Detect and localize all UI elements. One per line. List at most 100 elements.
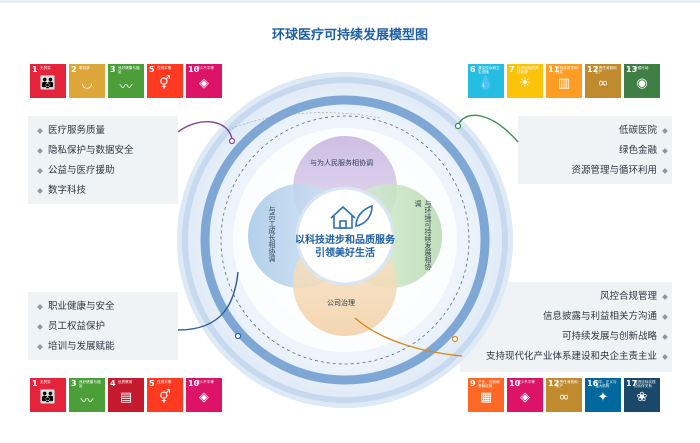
sdg-number: 2 xyxy=(71,65,77,74)
petal-top-label: 与为人民服务相协调 xyxy=(310,159,373,167)
sdg-label: 减少不平等 xyxy=(196,66,214,70)
equality-icon: ◈ xyxy=(520,390,530,405)
sdg-number: 9 xyxy=(470,379,476,388)
sdg-number: 3 xyxy=(110,65,116,74)
bowl-icon: ◡ xyxy=(81,76,93,91)
list-item: 数字科技 xyxy=(37,182,86,196)
petal-bottom-label: 公司治理 xyxy=(327,299,355,307)
people-icon: 👪 xyxy=(39,76,57,91)
list-item: 风控合规管理 xyxy=(600,288,668,302)
sdg-number: 12 xyxy=(587,65,599,74)
sdg-label: 可持续城市和社区 xyxy=(556,66,578,74)
list-item: 员工权益保护 xyxy=(37,318,105,332)
sdg-label: 和平、正义与强大机构 xyxy=(595,380,617,388)
sdg-number: 6 xyxy=(470,65,476,74)
sdg-label: 零饥饿 xyxy=(79,66,90,70)
petal-left-label: 与员工成长相协调 xyxy=(268,206,276,262)
petal-right-label: 与环境可持续发展相协调 xyxy=(414,200,432,270)
sdg-label: 负责任消费和生产 xyxy=(556,380,578,388)
sdg-number: 10 xyxy=(509,379,521,388)
list-item: 医疗服务质量 xyxy=(37,122,105,136)
connector-orange xyxy=(354,317,463,357)
city-icon: ▥ xyxy=(557,76,571,91)
center-line-1: 以科技进步和品质服务 xyxy=(295,235,395,246)
sdg-label: 清洁饮水和卫生设施 xyxy=(478,66,500,74)
list-item: 职业健康与安全 xyxy=(37,298,115,312)
sdg-label: 产业、创新和基础设施 xyxy=(478,380,500,388)
sdg-number: 5 xyxy=(149,379,155,388)
sun-icon: ☀ xyxy=(519,76,531,91)
infinity-icon: ∞ xyxy=(597,76,609,91)
water-icon: 💧 xyxy=(477,76,495,91)
sdg-number: 1 xyxy=(32,65,38,74)
connector-blue xyxy=(177,271,239,331)
infinity-icon: ∞ xyxy=(558,390,570,405)
list-item: 绿色金融 xyxy=(619,142,668,156)
sdg-number: 12 xyxy=(548,379,560,388)
sdg-label: 良好健康与福祉 xyxy=(79,380,101,388)
connector-dashed xyxy=(227,112,381,131)
sdg-label: 负责任消费和生产 xyxy=(595,66,617,74)
connector-green xyxy=(457,114,519,143)
heartbeat-icon: 〰 xyxy=(80,394,94,409)
list-item: 公益与医疗援助 xyxy=(37,162,115,176)
sdg-label: 良好健康与福祉 xyxy=(118,66,140,74)
sdg-number: 10 xyxy=(188,379,200,388)
sdg-label: 气候行动 xyxy=(634,66,649,70)
sdg-label: 性别平等 xyxy=(157,380,172,384)
list-item: 支持现代化产业体系建设和央企主责主业 xyxy=(486,348,668,362)
outer-ring xyxy=(182,77,508,403)
sdg-number: 10 xyxy=(188,65,200,74)
sdg-label: 经济适用的清洁能源 xyxy=(517,66,539,74)
sdg-label: 促进目标实现的伙伴关系 xyxy=(634,380,656,388)
center-slogan: 以科技进步和品质服务 引领美好生活 xyxy=(290,234,400,260)
list-item: 资源管理与循环利用 xyxy=(571,162,668,176)
sdg-label: 减少不平等 xyxy=(517,380,535,384)
dove-icon: ✦ xyxy=(597,390,609,405)
heartbeat-icon: 〰 xyxy=(119,80,133,95)
dashed-ring xyxy=(220,115,470,365)
sdg-label: 无贫穷 xyxy=(40,66,51,70)
center-disc xyxy=(295,186,395,286)
left-top-panel xyxy=(28,116,178,204)
sdg-number: 5 xyxy=(149,65,155,74)
sdg-number: 17 xyxy=(626,379,638,388)
eye-icon: ◉ xyxy=(636,76,648,91)
list-item: 信息披露与利益相关方沟通 xyxy=(543,308,668,322)
sdg-number: 7 xyxy=(509,65,515,74)
people-icon: 👪 xyxy=(39,390,57,405)
sdg-number: 16 xyxy=(587,379,599,388)
sdg-label: 性别平等 xyxy=(157,66,172,70)
page-title: 环球医疗可持续发展模型图 xyxy=(271,28,428,43)
sdg-label: 优质教育 xyxy=(118,380,133,384)
sdg-number: 1 xyxy=(32,379,38,388)
equality-icon: ◈ xyxy=(199,76,209,91)
blue-ring xyxy=(200,95,490,385)
left-bottom-panel xyxy=(28,292,178,360)
connector-purple xyxy=(177,121,233,141)
sdg-number: 11 xyxy=(548,65,560,74)
sdg-number: 3 xyxy=(71,379,77,388)
sdg-label: 无贫穷 xyxy=(40,380,51,384)
book-icon: ▤ xyxy=(119,390,133,405)
